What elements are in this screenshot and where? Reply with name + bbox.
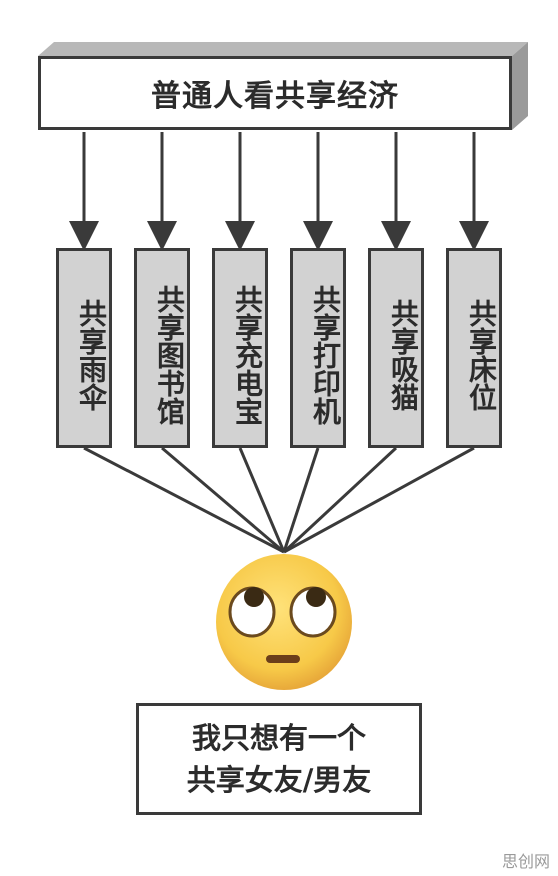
watermark: 思创网 bbox=[501, 852, 550, 871]
item-box-printer: 共享打印机 bbox=[290, 248, 346, 448]
result-line-1: 我只想有一个 bbox=[191, 721, 366, 755]
item-box-library: 共享图书馆 bbox=[134, 248, 190, 448]
title-box-shadow-top bbox=[38, 42, 528, 56]
item-box-bed: 共享床位 bbox=[446, 248, 502, 448]
result-box: 我只想有一个 共享女友/男友 bbox=[136, 703, 422, 815]
arrows bbox=[69, 132, 489, 251]
title-box-shadow-side bbox=[512, 42, 528, 130]
item-box-cat: 共享吸猫 bbox=[368, 248, 424, 448]
converging-lines bbox=[83, 446, 475, 554]
item-box-umbrella: 共享雨伞 bbox=[56, 248, 112, 448]
rolling-eyes-emoji-icon bbox=[216, 554, 352, 690]
title-box: 普通人看共享经济 bbox=[38, 56, 512, 130]
item-box-powerbank: 共享充电宝 bbox=[212, 248, 268, 448]
result-line-2: 共享女友/男友 bbox=[186, 763, 372, 797]
